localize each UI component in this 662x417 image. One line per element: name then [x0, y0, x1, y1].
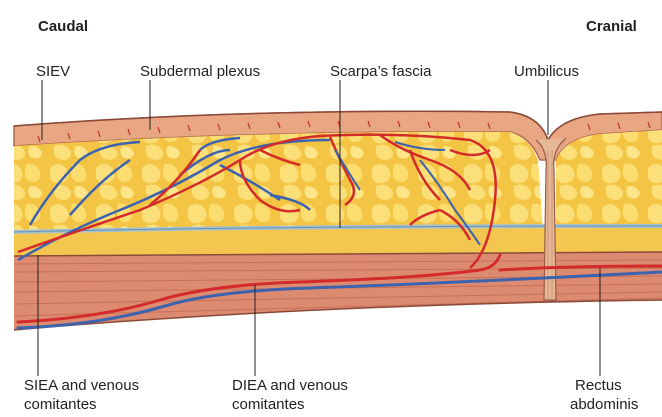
- subdermal-plexus-label: Subdermal plexus: [140, 62, 260, 81]
- diea-label-line1: DIEA and venous: [232, 376, 348, 395]
- rectus-label-line2: abdominis: [570, 395, 638, 414]
- siea-label-line1: SIEA and venous: [24, 376, 139, 395]
- siev-label: SIEV: [36, 62, 70, 81]
- siea-label-line2: comitantes: [24, 395, 97, 414]
- cranial-label: Cranial: [586, 17, 637, 36]
- umbilicus-label: Umbilicus: [514, 62, 579, 81]
- diea-label-line2: comitantes: [232, 395, 305, 414]
- caudal-label: Caudal: [38, 17, 88, 36]
- scarpas-fascia-label: Scarpa’s fascia: [330, 62, 431, 81]
- rectus-label-line1: Rectus: [575, 376, 622, 395]
